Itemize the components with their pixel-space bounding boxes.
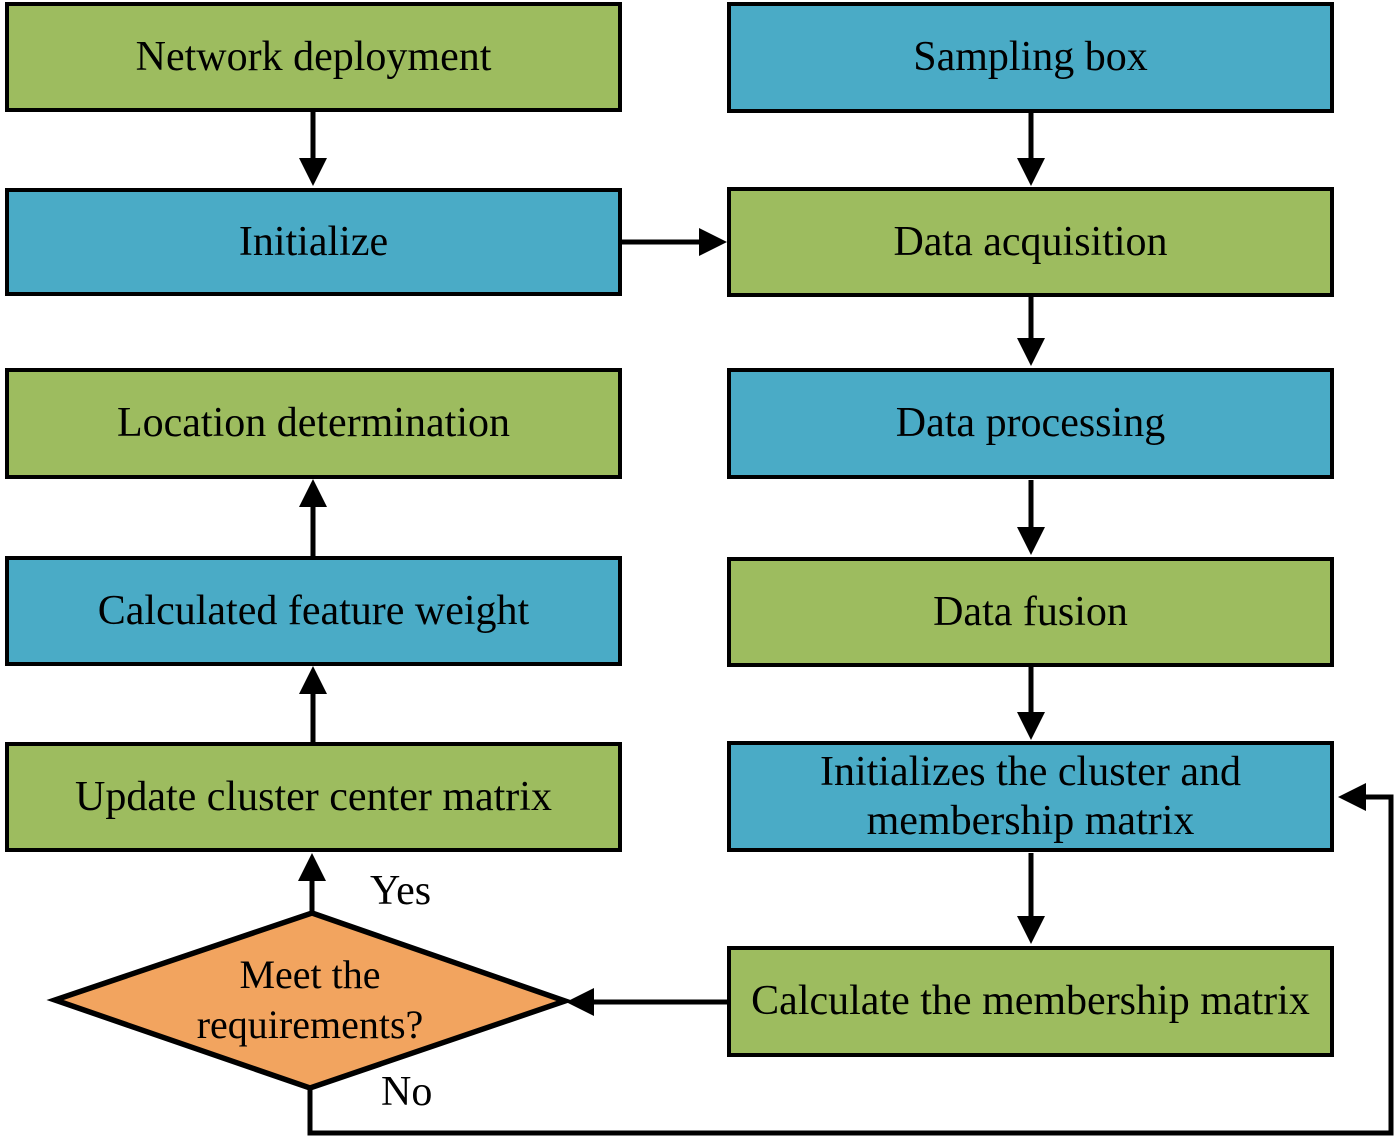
arrow-network-to-initialize: [299, 112, 327, 186]
node-update-cluster-center-matrix: Update cluster center matrix: [5, 742, 622, 852]
node-initializes-cluster-membership: Initializes the cluster and membership m…: [727, 741, 1334, 852]
decision-diamond: [46, 910, 574, 1091]
node-label: Calculate the membership matrix: [751, 978, 1310, 1025]
node-initialize: Initialize: [5, 188, 622, 296]
node-label: Update cluster center matrix: [75, 773, 552, 820]
node-location-determination: Location determination: [5, 368, 622, 479]
arrow-acquisition-to-processing: [1017, 297, 1045, 366]
node-label: Sampling box: [913, 34, 1148, 81]
node-label: Data acquisition: [893, 218, 1168, 265]
node-network-deployment: Network deployment: [5, 2, 622, 112]
arrow-calculate-to-decision: [566, 988, 727, 1016]
node-calculate-membership-matrix: Calculate the membership matrix: [727, 946, 1334, 1057]
node-label: Location determination: [116, 400, 511, 447]
arrow-initializes-to-calculate: [1017, 853, 1045, 944]
node-label: Data fusion: [933, 588, 1128, 635]
node-label: Data processing: [895, 400, 1166, 447]
node-data-processing: Data processing: [727, 368, 1334, 479]
node-sampling-box: Sampling box: [727, 2, 1334, 113]
arrow-processing-to-fusion: [1017, 480, 1045, 555]
arrow-fusion-to-initializes: [1017, 667, 1045, 740]
node-data-fusion: Data fusion: [727, 557, 1334, 667]
arrow-sampling-to-acquisition: [1017, 113, 1045, 186]
node-label: Initialize: [238, 218, 389, 265]
node-label: Network deployment: [135, 33, 492, 80]
node-data-acquisition: Data acquisition: [727, 187, 1334, 297]
no-loop-arrow: [307, 783, 1394, 1136]
edge-label-yes: Yes: [370, 868, 432, 914]
arrow-initialize-to-acquisition: [622, 228, 727, 256]
node-label: Initializes the cluster and membership m…: [819, 749, 1241, 844]
node-label: Meet the requirements?: [196, 952, 424, 1047]
decision-diamond-label: Meet the requirements?: [160, 938, 460, 1062]
node-label: Calculated feature weight: [97, 587, 530, 634]
arrow-decision-to-update: [298, 853, 326, 913]
arrow-weight-to-location: [299, 479, 327, 556]
edge-label-no: No: [381, 1069, 433, 1115]
arrow-update-to-weight: [299, 666, 327, 742]
node-calculated-feature-weight: Calculated feature weight: [5, 556, 622, 666]
